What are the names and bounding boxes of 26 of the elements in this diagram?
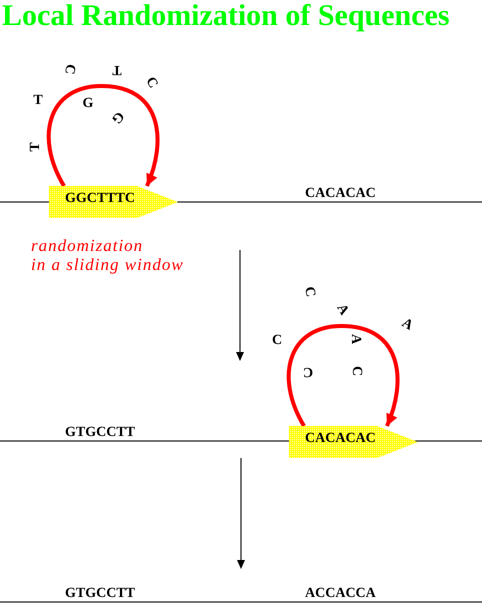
shuffled-letter: G bbox=[107, 108, 127, 126]
shuffle-arrow bbox=[46, 84, 160, 187]
sequence-text: GTGCCTT bbox=[65, 425, 136, 441]
annotation-text: randomization in a sliding window bbox=[31, 236, 184, 274]
sequence-text: CACACAC bbox=[305, 431, 376, 447]
sliding-window bbox=[289, 426, 418, 458]
title: Local Randomization of Sequences bbox=[2, 0, 450, 34]
sequence-text: GTGCCTT bbox=[65, 586, 136, 602]
sequence-text: ACCACCA bbox=[305, 586, 376, 602]
shuffled-letter: C bbox=[348, 366, 364, 376]
shuffled-letter: G bbox=[82, 96, 94, 112]
shuffled-letter: T bbox=[33, 93, 43, 109]
shuffled-letter: C bbox=[142, 74, 160, 92]
shuffled-letter: C bbox=[60, 62, 78, 76]
sequence-text: CACACAC bbox=[305, 186, 376, 202]
shuffled-letter: A bbox=[347, 334, 363, 344]
shuffled-letter: C bbox=[272, 333, 282, 349]
shuffled-letter: A bbox=[398, 316, 416, 334]
sliding-window bbox=[49, 186, 178, 218]
shuffled-letter: T bbox=[28, 142, 44, 152]
shuffled-letter: A bbox=[332, 302, 352, 318]
shuffled-letter: T bbox=[112, 61, 122, 77]
sequence-text: GGCTTTC bbox=[65, 191, 136, 207]
shuffle-arrow bbox=[286, 324, 400, 427]
shuffled-letter: C bbox=[302, 363, 314, 379]
shuffled-letter: C bbox=[300, 286, 318, 298]
